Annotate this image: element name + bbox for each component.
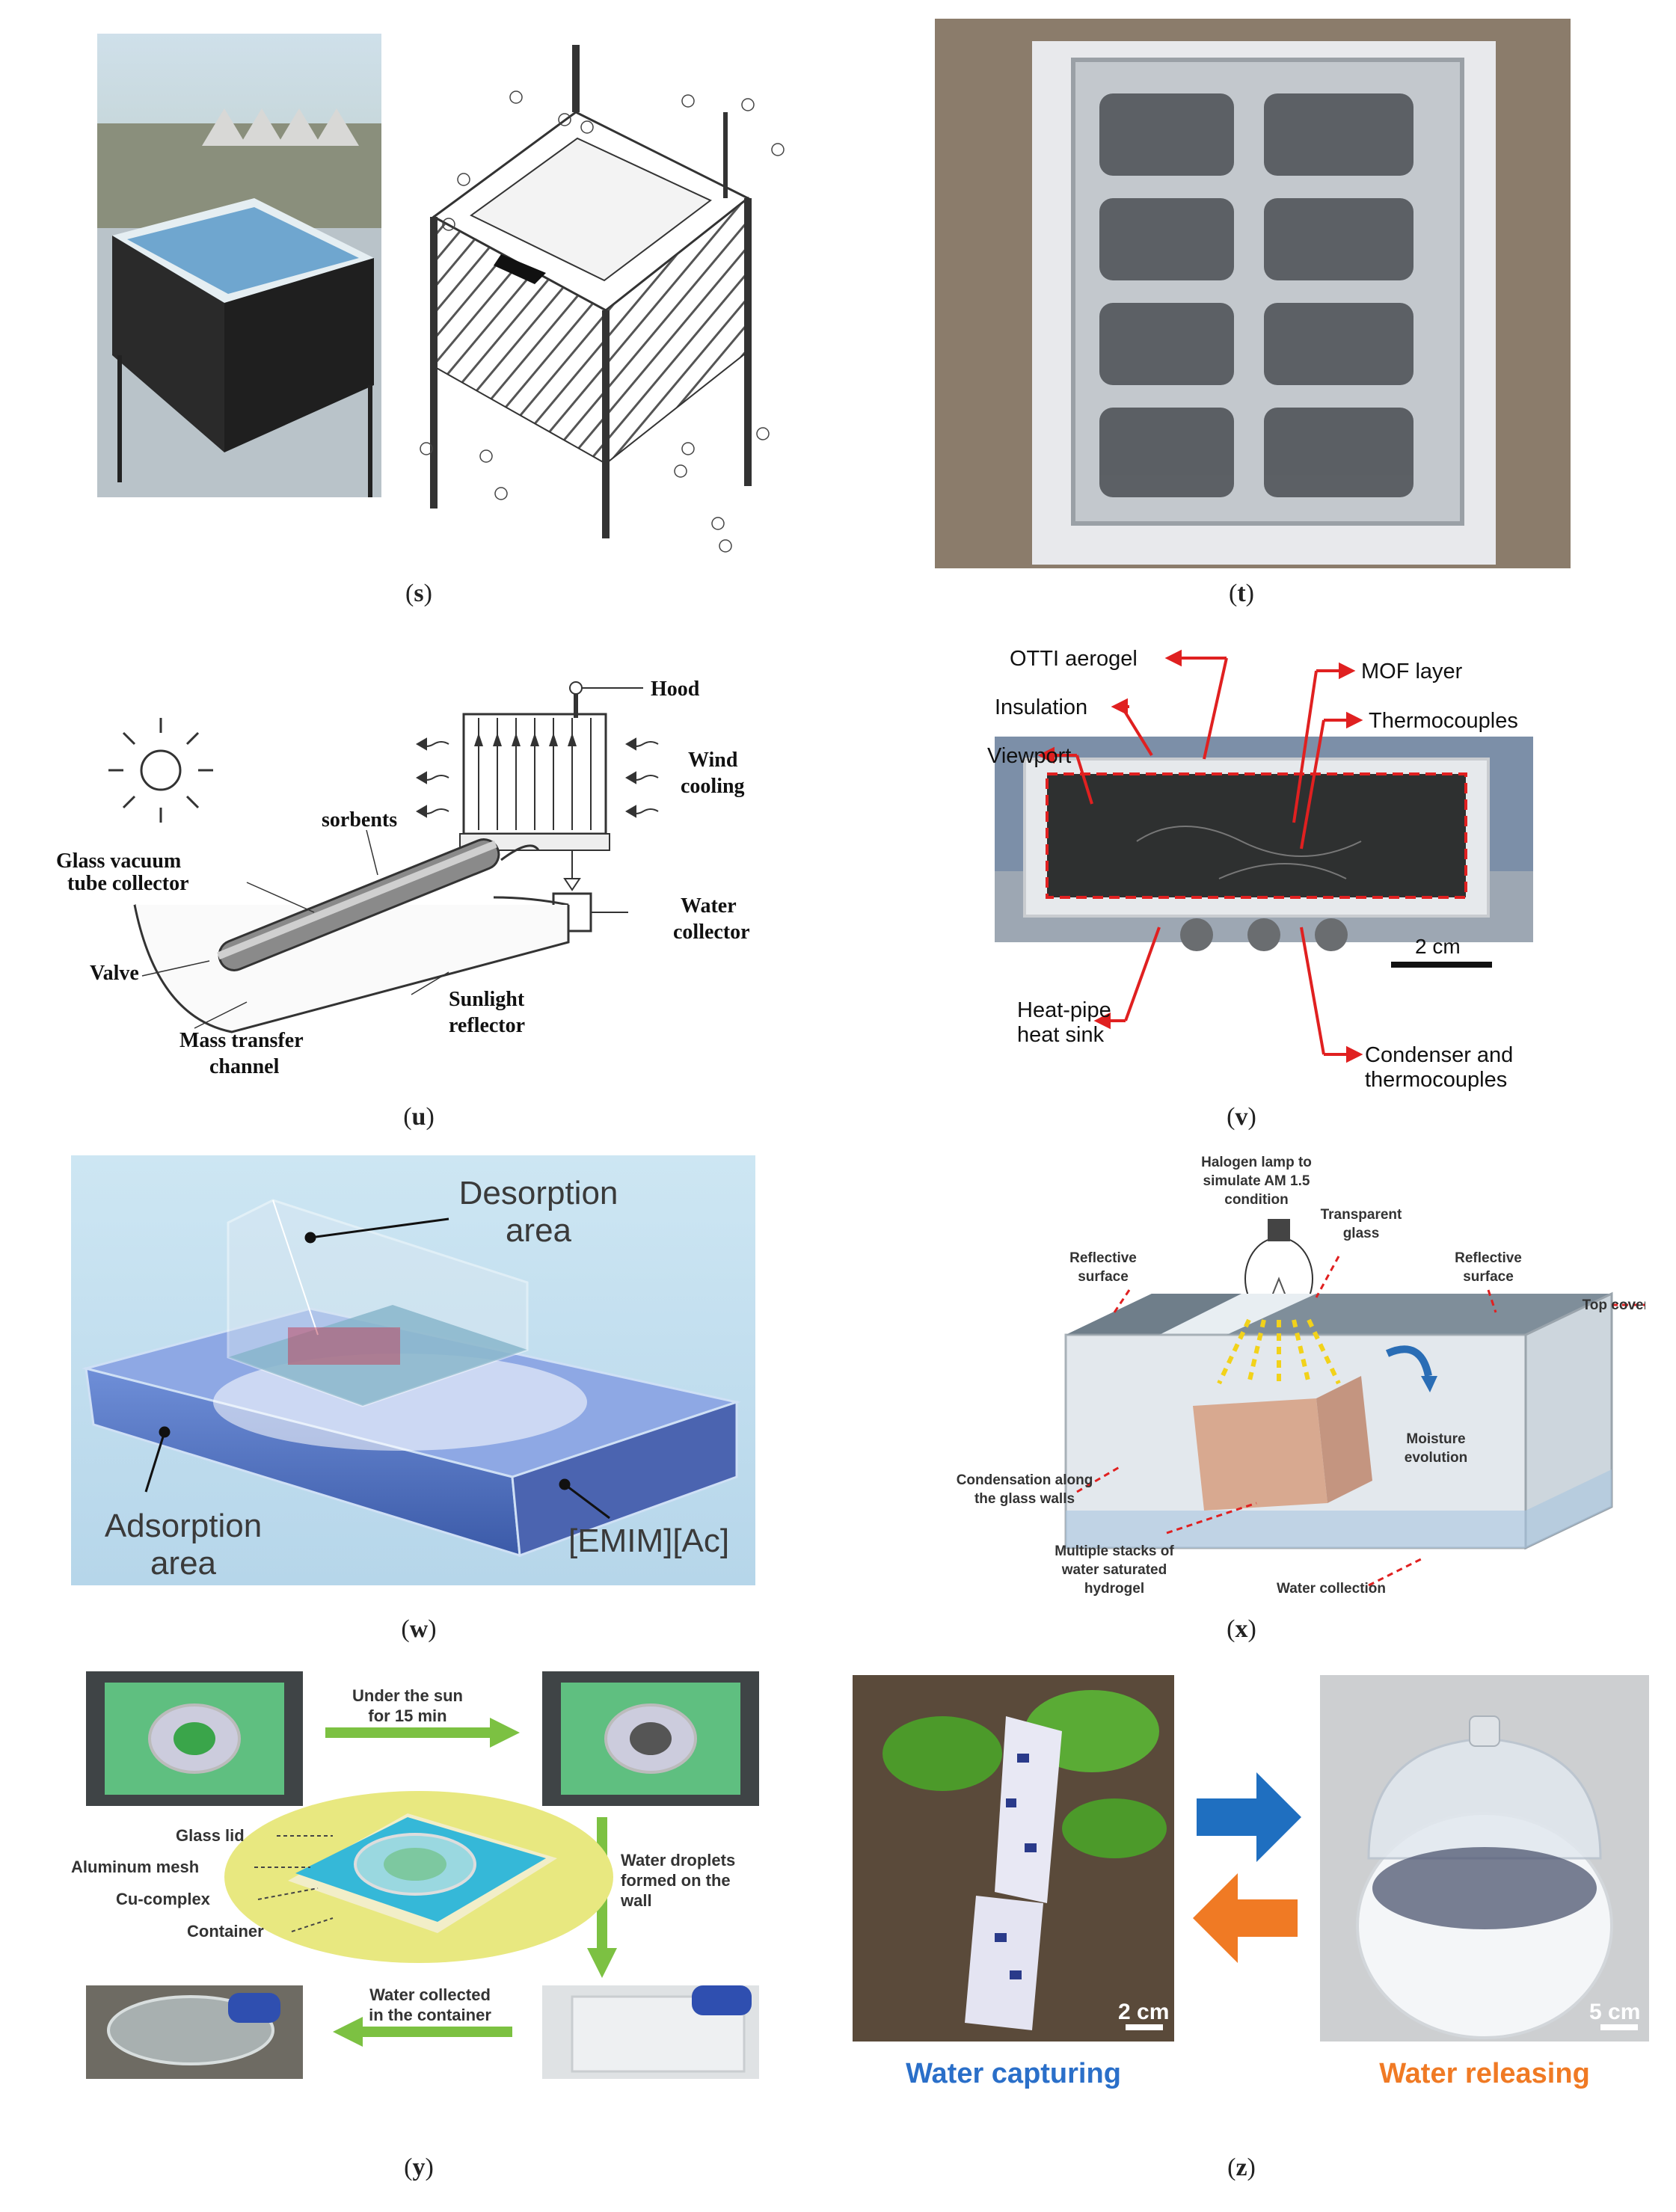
panel-v: 2 cm OTTI aerogel Insulation MOF layer V… [972,624,1571,1092]
u-glass-label-1: Glass vacuum [56,850,181,873]
v-heatpipe-label-1: Heat-pipe [1017,998,1111,1022]
x-halogen-label-2: simulate AM 1.5 [1203,1173,1310,1189]
caption-w: (w) [401,1615,437,1643]
z-left-scale-label: 2 cm [1118,2000,1169,2024]
caption-t: (t) [1229,580,1254,607]
ionic-liquid-device-illustration: Desorption area Adsorption area [EMIM][A… [71,1155,755,1585]
x-condensation-label-2: the glass walls [974,1491,1075,1507]
u-sunlight-label-1: Sunlight [449,988,525,1011]
v-scale-label: 2 cm [1415,935,1461,958]
v-condenser-label-2: thermocouples [1365,1068,1507,1092]
x-reflective-right-label-2: surface [1463,1269,1514,1285]
caption-v: (v) [1227,1103,1256,1131]
device-exploded-diagram [420,45,785,553]
x-stacks-label-3: hydrogel [1084,1581,1144,1597]
u-wind-label-2: cooling [681,775,745,798]
water-capture-release-photos: 2 cm 5 cm Water capturing Water releasin… [853,1675,1649,2089]
capture-to-release-arrow [1197,1772,1301,1862]
v-mof-label: MOF layer [1361,660,1463,683]
x-collection-label: Water collection [1277,1581,1386,1597]
x-reflective-left-label-1: Reflective [1069,1250,1137,1266]
u-glass-label-2: tube collector [67,872,189,895]
y-collected-label-1: Water collected [369,1985,491,2004]
x-stacks-label-2: water saturated [1061,1562,1167,1578]
v-otti-label: OTTI aerogel [1010,647,1138,671]
w-desorption-label-2: area [506,1212,572,1249]
u-sunlight-label-2: reflector [449,1014,525,1037]
z-capturing-label: Water capturing [906,2058,1121,2089]
w-desorption-label-1: Desorption [459,1175,618,1211]
y-droplets-label-3: wall [620,1891,652,1910]
x-halogen-label-1: Halogen lamp to [1201,1155,1312,1170]
z-releasing-label: Water releasing [1379,2058,1590,2089]
y-aluminum-label: Aluminum mesh [71,1858,199,1876]
x-condensation-label-1: Condensation along [957,1472,1093,1488]
cu-complex-procedure: Under the sun for 15 min Glass lid Alumi… [71,1671,759,2079]
panel-z: 2 cm 5 cm Water capturing Water releasin… [845,1671,1660,2105]
panel-t-photo [935,19,1571,568]
u-mass-label-2: channel [209,1055,280,1078]
u-valve-label: Valve [90,962,139,985]
v-viewport-label: Viewport [987,744,1071,768]
y-sun-label-1: Under the sun [352,1686,463,1705]
u-sorbents-label: sorbents [322,808,397,832]
x-transparent-label-2: glass [1343,1226,1380,1241]
u-hood-label: Hood [651,678,700,701]
z-right-scale-bar [1600,2024,1638,2030]
y-glass-lid-label: Glass lid [176,1826,245,1845]
x-reflective-left-label-2: surface [1078,1269,1129,1285]
solar-device-photo [97,34,381,497]
panel-s-diagram [404,15,800,553]
y-sun-label-2: for 15 min [368,1706,446,1725]
x-transparent-label-1: Transparent [1321,1207,1402,1223]
z-left-scale-bar [1126,2024,1163,2030]
caption-z: (z) [1227,2154,1256,2181]
x-moisture-label-2: evolution [1405,1450,1467,1466]
panel-w: Desorption area Adsorption area [EMIM][A… [71,1155,755,1585]
v-thermocouples-label: Thermocouples [1369,709,1518,733]
mof-device-photo: 2 cm OTTI aerogel Insulation MOF layer V… [987,647,1533,1092]
y-collected-label-2: in the container [369,2006,491,2024]
sorbent-tray-photo [935,19,1571,568]
u-water-collector-label-2: collector [673,921,750,944]
u-mass-label-1: Mass transfer [179,1029,304,1052]
y-container-label: Container [187,1922,264,1941]
x-halogen-label-3: condition [1224,1192,1288,1208]
u-water-collector-label-1: Water [681,894,737,918]
w-adsorption-label-1: Adsorption [105,1508,262,1544]
caption-y: (y) [404,2154,434,2181]
hydrogel-chamber-illustration: Halogen lamp to simulate AM 1.5 conditio… [957,1155,1645,1597]
caption-u: (u) [403,1103,435,1131]
panel-y: Under the sun for 15 min Glass lid Alumi… [64,1664,804,2083]
v-condenser-label-1: Condenser and [1365,1043,1513,1067]
sun-icon [108,718,213,823]
y-droplets-label-1: Water droplets [621,1851,735,1870]
v-insulation-label: Insulation [995,695,1087,719]
y-cu-label: Cu-complex [116,1890,211,1908]
y-droplets-label-2: formed on the [621,1871,731,1890]
x-top-cover-label: Top cover [1583,1297,1645,1313]
panel-x: Halogen lamp to simulate AM 1.5 conditio… [897,1152,1645,1615]
caption-s: (s) [405,580,432,607]
w-emim-label: [EMIM][Ac] [568,1523,729,1559]
x-stacks-label-1: Multiple stacks of [1055,1543,1174,1559]
caption-x: (x) [1227,1615,1256,1643]
w-adsorption-label-2: area [150,1545,217,1582]
x-moisture-label-1: Moisture [1406,1431,1465,1447]
vacuum-tube-diagram: Hood Wind cooling sorbents Glass vacuum … [56,678,750,1078]
v-heatpipe-label-2: heat sink [1017,1023,1105,1047]
x-reflective-right-label-1: Reflective [1455,1250,1522,1266]
z-right-scale-label: 5 cm [1589,2000,1640,2024]
u-wind-label-1: Wind [688,749,738,772]
panel-s-photo [97,34,381,497]
panel-u-diagram: Hood Wind cooling sorbents Glass vacuum … [45,658,793,1084]
release-to-capture-arrow [1193,1873,1298,1963]
